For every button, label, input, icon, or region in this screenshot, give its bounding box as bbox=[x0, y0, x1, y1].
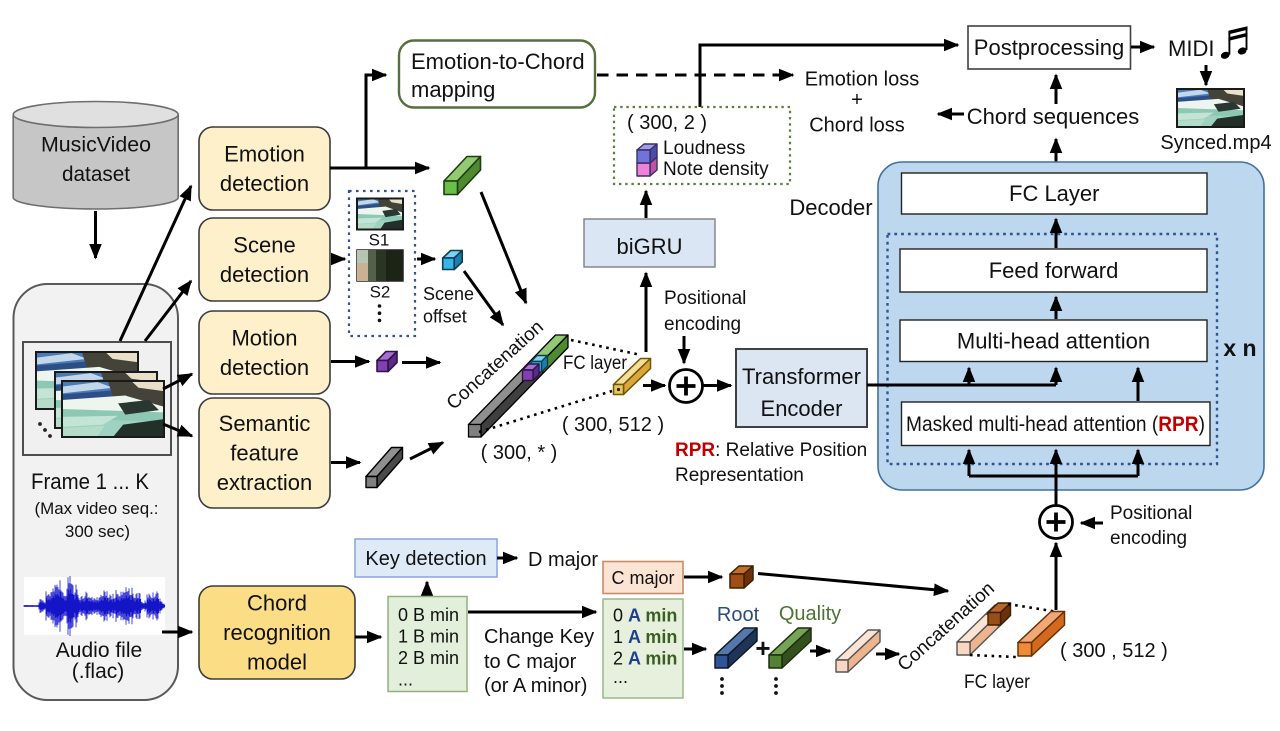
svg-text:S1: S1 bbox=[369, 231, 390, 250]
svg-text:detection: detection bbox=[220, 355, 309, 380]
svg-text:2 B min: 2 B min bbox=[398, 648, 459, 668]
svg-text:offset: offset bbox=[423, 307, 467, 327]
svg-text:300 sec): 300 sec) bbox=[65, 522, 130, 541]
svg-text:Semantic: Semantic bbox=[219, 411, 311, 436]
svg-text:encoding: encoding bbox=[664, 314, 741, 335]
svg-text:Positional: Positional bbox=[664, 288, 746, 309]
svg-text:Emotion loss: Emotion loss bbox=[805, 69, 920, 91]
svg-text:Representation: Representation bbox=[675, 465, 804, 486]
svg-text:Postprocessing: Postprocessing bbox=[974, 35, 1124, 60]
svg-text:C major: C major bbox=[611, 568, 674, 588]
svg-text:1 B min: 1 B min bbox=[398, 627, 459, 647]
svg-text:Quality: Quality bbox=[779, 603, 841, 625]
svg-text:(or A minor): (or A minor) bbox=[484, 675, 587, 697]
svg-text:(Max video seq.:: (Max video seq.: bbox=[35, 499, 159, 518]
svg-text:Emotion-to-Chord: Emotion-to-Chord bbox=[411, 49, 585, 74]
svg-text:...: ... bbox=[398, 670, 413, 690]
svg-text:+: + bbox=[755, 633, 770, 663]
svg-text:x n: x n bbox=[1223, 335, 1256, 361]
svg-text:2 A min: 2 A min bbox=[613, 649, 677, 669]
svg-text:Emotion: Emotion bbox=[224, 141, 305, 166]
svg-text:Transformer: Transformer bbox=[742, 364, 861, 389]
svg-text:Scene: Scene bbox=[423, 284, 474, 304]
svg-text:0 A min: 0 A min bbox=[613, 606, 677, 626]
svg-text:Audio file: Audio file bbox=[56, 639, 142, 662]
svg-text:1 A min: 1 A min bbox=[613, 627, 677, 647]
svg-text:+: + bbox=[851, 89, 863, 111]
svg-text:Masked multi-head attention (R: Masked multi-head attention (RPR) bbox=[906, 413, 1205, 436]
svg-text:Positional: Positional bbox=[1110, 503, 1192, 524]
svg-text:FC layer: FC layer bbox=[563, 353, 628, 374]
svg-text:MIDI: MIDI bbox=[1168, 36, 1214, 61]
svg-text:feature: feature bbox=[230, 441, 299, 466]
svg-text:Chord: Chord bbox=[247, 591, 307, 616]
svg-text:recognition: recognition bbox=[223, 620, 331, 645]
svg-text:Encoder: Encoder bbox=[761, 396, 843, 421]
svg-text:RPR: Relative Position: RPR: Relative Position bbox=[675, 440, 867, 461]
svg-text:S2: S2 bbox=[370, 283, 391, 302]
svg-text:detection: detection bbox=[220, 171, 309, 196]
svg-text:Motion: Motion bbox=[231, 325, 297, 350]
svg-text:MusicVideo: MusicVideo bbox=[41, 134, 151, 157]
svg-text:D major: D major bbox=[528, 549, 598, 571]
svg-text:Change Key: Change Key bbox=[484, 626, 594, 648]
svg-text:( 300, 512 ): ( 300, 512 ) bbox=[562, 414, 664, 436]
svg-text:Scene: Scene bbox=[233, 232, 295, 257]
svg-text:biGRU: biGRU bbox=[616, 234, 682, 259]
svg-text:extraction: extraction bbox=[217, 470, 312, 495]
svg-text:to C major: to C major bbox=[484, 651, 577, 673]
svg-text:Chord loss: Chord loss bbox=[809, 115, 905, 137]
svg-text:0 B min: 0 B min bbox=[398, 605, 459, 625]
svg-text:Chord sequences: Chord sequences bbox=[967, 104, 1139, 129]
svg-text:Decoder: Decoder bbox=[789, 195, 872, 220]
svg-text:Multi-head attention: Multi-head attention bbox=[957, 328, 1150, 353]
svg-text:mapping: mapping bbox=[411, 77, 495, 102]
svg-text:encoding: encoding bbox=[1110, 528, 1187, 549]
svg-text:dataset: dataset bbox=[62, 163, 130, 186]
svg-text:( 300 , 512 ): ( 300 , 512 ) bbox=[1060, 640, 1168, 662]
svg-text:( 300, * ): ( 300, * ) bbox=[481, 442, 558, 464]
svg-text:(.flac): (.flac) bbox=[72, 660, 125, 683]
svg-text:Synced.mp4: Synced.mp4 bbox=[1160, 132, 1271, 154]
svg-text:Key detection: Key detection bbox=[365, 548, 486, 570]
svg-text:( 300, 2 ): ( 300, 2 ) bbox=[627, 112, 707, 134]
svg-text:Note density: Note density bbox=[663, 159, 769, 180]
svg-text:FC layer: FC layer bbox=[964, 672, 1031, 693]
svg-text:...: ... bbox=[613, 667, 628, 687]
svg-text:model: model bbox=[247, 650, 307, 675]
svg-text:detection: detection bbox=[220, 262, 309, 287]
svg-text:Feed forward: Feed forward bbox=[989, 258, 1119, 283]
svg-text:Root: Root bbox=[717, 604, 760, 626]
svg-text:Frame 1 ... K: Frame 1 ... K bbox=[31, 469, 149, 494]
svg-text:FC Layer: FC Layer bbox=[1009, 181, 1099, 206]
svg-text:Loudness: Loudness bbox=[663, 138, 745, 159]
